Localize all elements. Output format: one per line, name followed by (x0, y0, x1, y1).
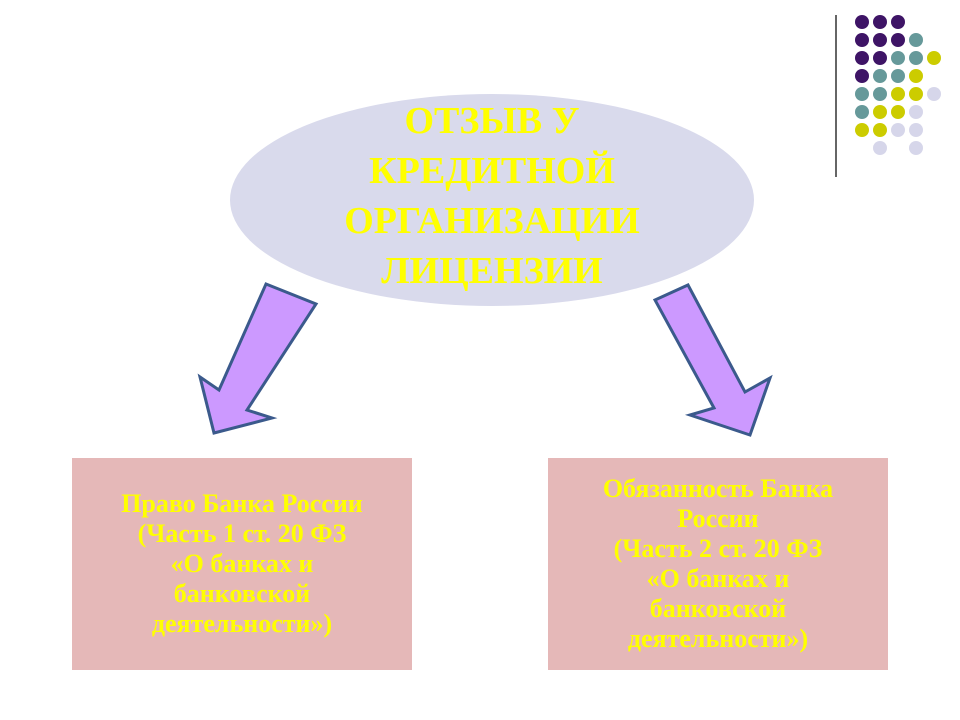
decorative-dot (873, 33, 887, 47)
right-arrow (652, 283, 773, 437)
decorative-dot (909, 87, 923, 101)
title-line: ОРГАНИЗАЦИИ (344, 200, 640, 242)
decorative-dot (909, 123, 923, 137)
title-ellipse (230, 94, 754, 306)
decorative-dot (873, 105, 887, 119)
decorative-dot (855, 123, 869, 137)
decorative-dot (909, 141, 923, 155)
title-line: ОТЗЫВ У (404, 100, 580, 142)
decorative-dot (909, 33, 923, 47)
decorative-dot (891, 15, 905, 29)
decorative-dot (927, 51, 941, 65)
decorative-dot (891, 51, 905, 65)
decorative-dot (855, 15, 869, 29)
decorative-dot (855, 51, 869, 65)
decorative-dot (855, 69, 869, 83)
decorative-divider-line (835, 15, 837, 177)
decorative-dot (873, 15, 887, 29)
decorative-dot (873, 69, 887, 83)
decorative-dot (855, 105, 869, 119)
decorative-dot (873, 141, 887, 155)
box-line: «О банках и (170, 549, 314, 578)
decorative-dot (891, 105, 905, 119)
decorative-dot (909, 69, 923, 83)
box-line: (Часть 2 ст. 20 ФЗ (613, 534, 823, 563)
title-text: ОТЗЫВ У КРЕДИТНОЙ ОРГАНИЗАЦИИ ЛИЦЕНЗИИ (230, 96, 754, 296)
box-line: банковской (173, 579, 311, 608)
decorative-dot (873, 87, 887, 101)
bank-right-box: Право Банка России (Часть 1 ст. 20 ФЗ «О… (72, 458, 412, 670)
box-line: России (677, 504, 759, 533)
box-line: банковской (649, 594, 787, 623)
decorative-dot (855, 87, 869, 101)
left-arrow (197, 282, 319, 435)
title-line: КРЕДИТНОЙ (369, 150, 615, 192)
decorative-dot (909, 105, 923, 119)
decorative-dot (909, 51, 923, 65)
bank-obligation-box: Обязанность Банка России (Часть 2 ст. 20… (548, 458, 888, 670)
title-line: ЛИЦЕНЗИИ (381, 250, 603, 292)
box-line: (Часть 1 ст. 20 ФЗ (137, 519, 347, 548)
decorative-dot (891, 87, 905, 101)
box-line: деятельности») (151, 609, 333, 638)
decorative-dot (891, 33, 905, 47)
decorative-dot (855, 33, 869, 47)
decorative-dot (891, 123, 905, 137)
box-line: деятельности») (627, 624, 809, 653)
decorative-dot (873, 51, 887, 65)
decorative-dot (891, 69, 905, 83)
box-line: «О банках и (646, 564, 790, 593)
decorative-dot (873, 123, 887, 137)
box-line: Обязанность Банка (602, 474, 834, 503)
decorative-dot (927, 87, 941, 101)
box-line: Право Банка России (121, 489, 363, 518)
